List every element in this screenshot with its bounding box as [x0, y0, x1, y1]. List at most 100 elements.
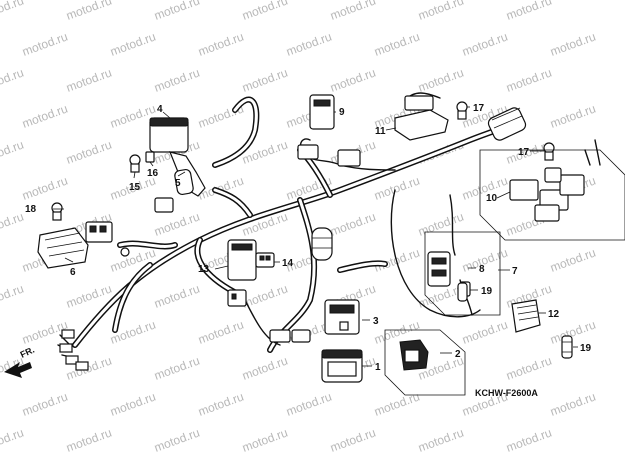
callout-11: 11 — [375, 126, 386, 137]
watermark-text: motod.ru — [0, 209, 26, 238]
watermark-text: motod.ru — [504, 0, 553, 23]
watermark-text: motod.ru — [152, 425, 201, 454]
watermark-text: motod.ru — [152, 65, 201, 94]
bolt-18 — [51, 202, 63, 221]
watermark-text: motod.ru — [0, 65, 26, 94]
watermark-text: motod.ru — [504, 65, 553, 94]
watermark-text: motod.ru — [152, 209, 201, 238]
fuse-19-center — [457, 282, 468, 302]
watermark-text: motod.ru — [504, 353, 553, 382]
watermark-text: motod.ru — [196, 389, 245, 418]
watermark-text: motod.ru — [328, 209, 377, 238]
ignition-coil — [149, 117, 206, 197]
watermark-text: motod.ru — [152, 353, 201, 382]
leader-lines — [53, 106, 578, 367]
bolt-17-right — [543, 142, 555, 161]
part-3-module — [324, 299, 360, 335]
watermark-text: motod.ru — [152, 0, 201, 23]
callout-5: 5 — [175, 178, 181, 189]
watermark-text: motod.ru — [328, 65, 377, 94]
callout-10: 10 — [486, 193, 498, 204]
watermark-text: motod.ru — [372, 389, 421, 418]
watermark-text: motod.ru — [0, 281, 26, 310]
watermark-text: motod.ru — [460, 317, 509, 346]
watermark-text: motod.ru — [20, 29, 69, 58]
connector-14 — [255, 252, 275, 268]
callout-12: 12 — [548, 309, 560, 320]
callout-3: 3 — [373, 316, 379, 327]
watermark-text: motod.ru — [64, 425, 113, 454]
watermark-text: motod.ru — [460, 173, 509, 202]
callout-17-top: 17 — [473, 103, 485, 114]
regulator-rectifier — [37, 221, 113, 269]
watermark-text: motod.ru — [548, 101, 597, 130]
callout-18: 18 — [25, 204, 37, 215]
watermark-text: motod.ru — [0, 425, 26, 454]
callout-7: 7 — [512, 266, 518, 277]
part-12-connector — [511, 299, 541, 333]
fuse-box-group — [479, 149, 625, 241]
callout-9: 9 — [339, 107, 345, 118]
watermark-text: motod.ru — [108, 389, 157, 418]
watermark-text: motod.ru — [416, 209, 465, 238]
coil-bolts — [129, 151, 155, 173]
watermark-text: motod.ru — [548, 389, 597, 418]
callout-14: 14 — [282, 258, 294, 269]
watermark-text: motod.ru — [328, 425, 377, 454]
diagram-code: KCHW-F2600A — [475, 388, 538, 398]
callout-16: 16 — [147, 168, 159, 179]
harness-end-connector — [487, 107, 527, 141]
lower-connectors — [269, 329, 311, 343]
watermark-text: motod.ru — [20, 101, 69, 130]
watermark-text: motod.ru — [108, 29, 157, 58]
watermark-text: motod.ru — [196, 317, 245, 346]
callout-17-right: 17 — [518, 147, 530, 158]
callout-4: 4 — [157, 104, 163, 115]
callout-19-center: 19 — [481, 286, 493, 297]
watermark-text: motod.ru — [240, 353, 289, 382]
small-connector — [227, 289, 247, 307]
watermark-text: motod.ru — [240, 425, 289, 454]
callout-labels: 4 15 16 5 18 6 9 11 17 17 10 13 14 3 1 2… — [25, 103, 592, 373]
callout-19-right: 19 — [580, 343, 592, 354]
watermark-text: motod.ru — [20, 389, 69, 418]
relay-13 — [227, 239, 257, 281]
watermark-text: motod.ru — [284, 29, 333, 58]
watermark-text: motod.ru — [64, 0, 113, 23]
left-connectors — [57, 197, 174, 371]
watermark-text: motod.ru — [152, 281, 201, 310]
watermark-text: motod.ru — [372, 29, 421, 58]
bolt-17-top — [456, 101, 468, 120]
ignition-switch-connector — [297, 94, 361, 167]
watermark-text: motod.ru — [416, 65, 465, 94]
watermark-text: motod.ru — [64, 137, 113, 166]
watermark-text: motod.ru — [20, 173, 69, 202]
callout-8: 8 — [479, 264, 485, 275]
callout-6: 6 — [70, 267, 76, 278]
watermark-text: motod.ru — [504, 425, 553, 454]
watermark-text: motod.ru — [196, 29, 245, 58]
callout-1: 1 — [375, 362, 381, 373]
watermark-text: motod.ru — [548, 245, 597, 274]
front-marker: FR. — [19, 345, 36, 360]
harness-cylinder — [311, 227, 333, 261]
watermark-text: motod.ru — [240, 65, 289, 94]
callout-13: 13 — [198, 264, 210, 275]
watermark-text: motod.ru — [284, 389, 333, 418]
watermark-text: motod.ru — [548, 29, 597, 58]
part-2-bracket — [384, 329, 466, 396]
watermark-text: motod.ru — [460, 29, 509, 58]
watermark-text: motod.ru — [0, 137, 26, 166]
watermark-text: motod.ru — [0, 0, 26, 23]
watermark-text: motod.ru — [328, 0, 377, 23]
callout-15: 15 — [129, 182, 141, 193]
fuse-19-right — [561, 335, 573, 359]
relay-bracket — [394, 95, 449, 141]
callout-2: 2 — [455, 349, 461, 360]
watermark-text: motod.ru — [460, 245, 509, 274]
watermark-text: motod.ru — [416, 425, 465, 454]
part-1-box — [321, 349, 363, 383]
watermark-text: motod.ru — [240, 0, 289, 23]
watermark-text: motod.ru — [416, 0, 465, 23]
